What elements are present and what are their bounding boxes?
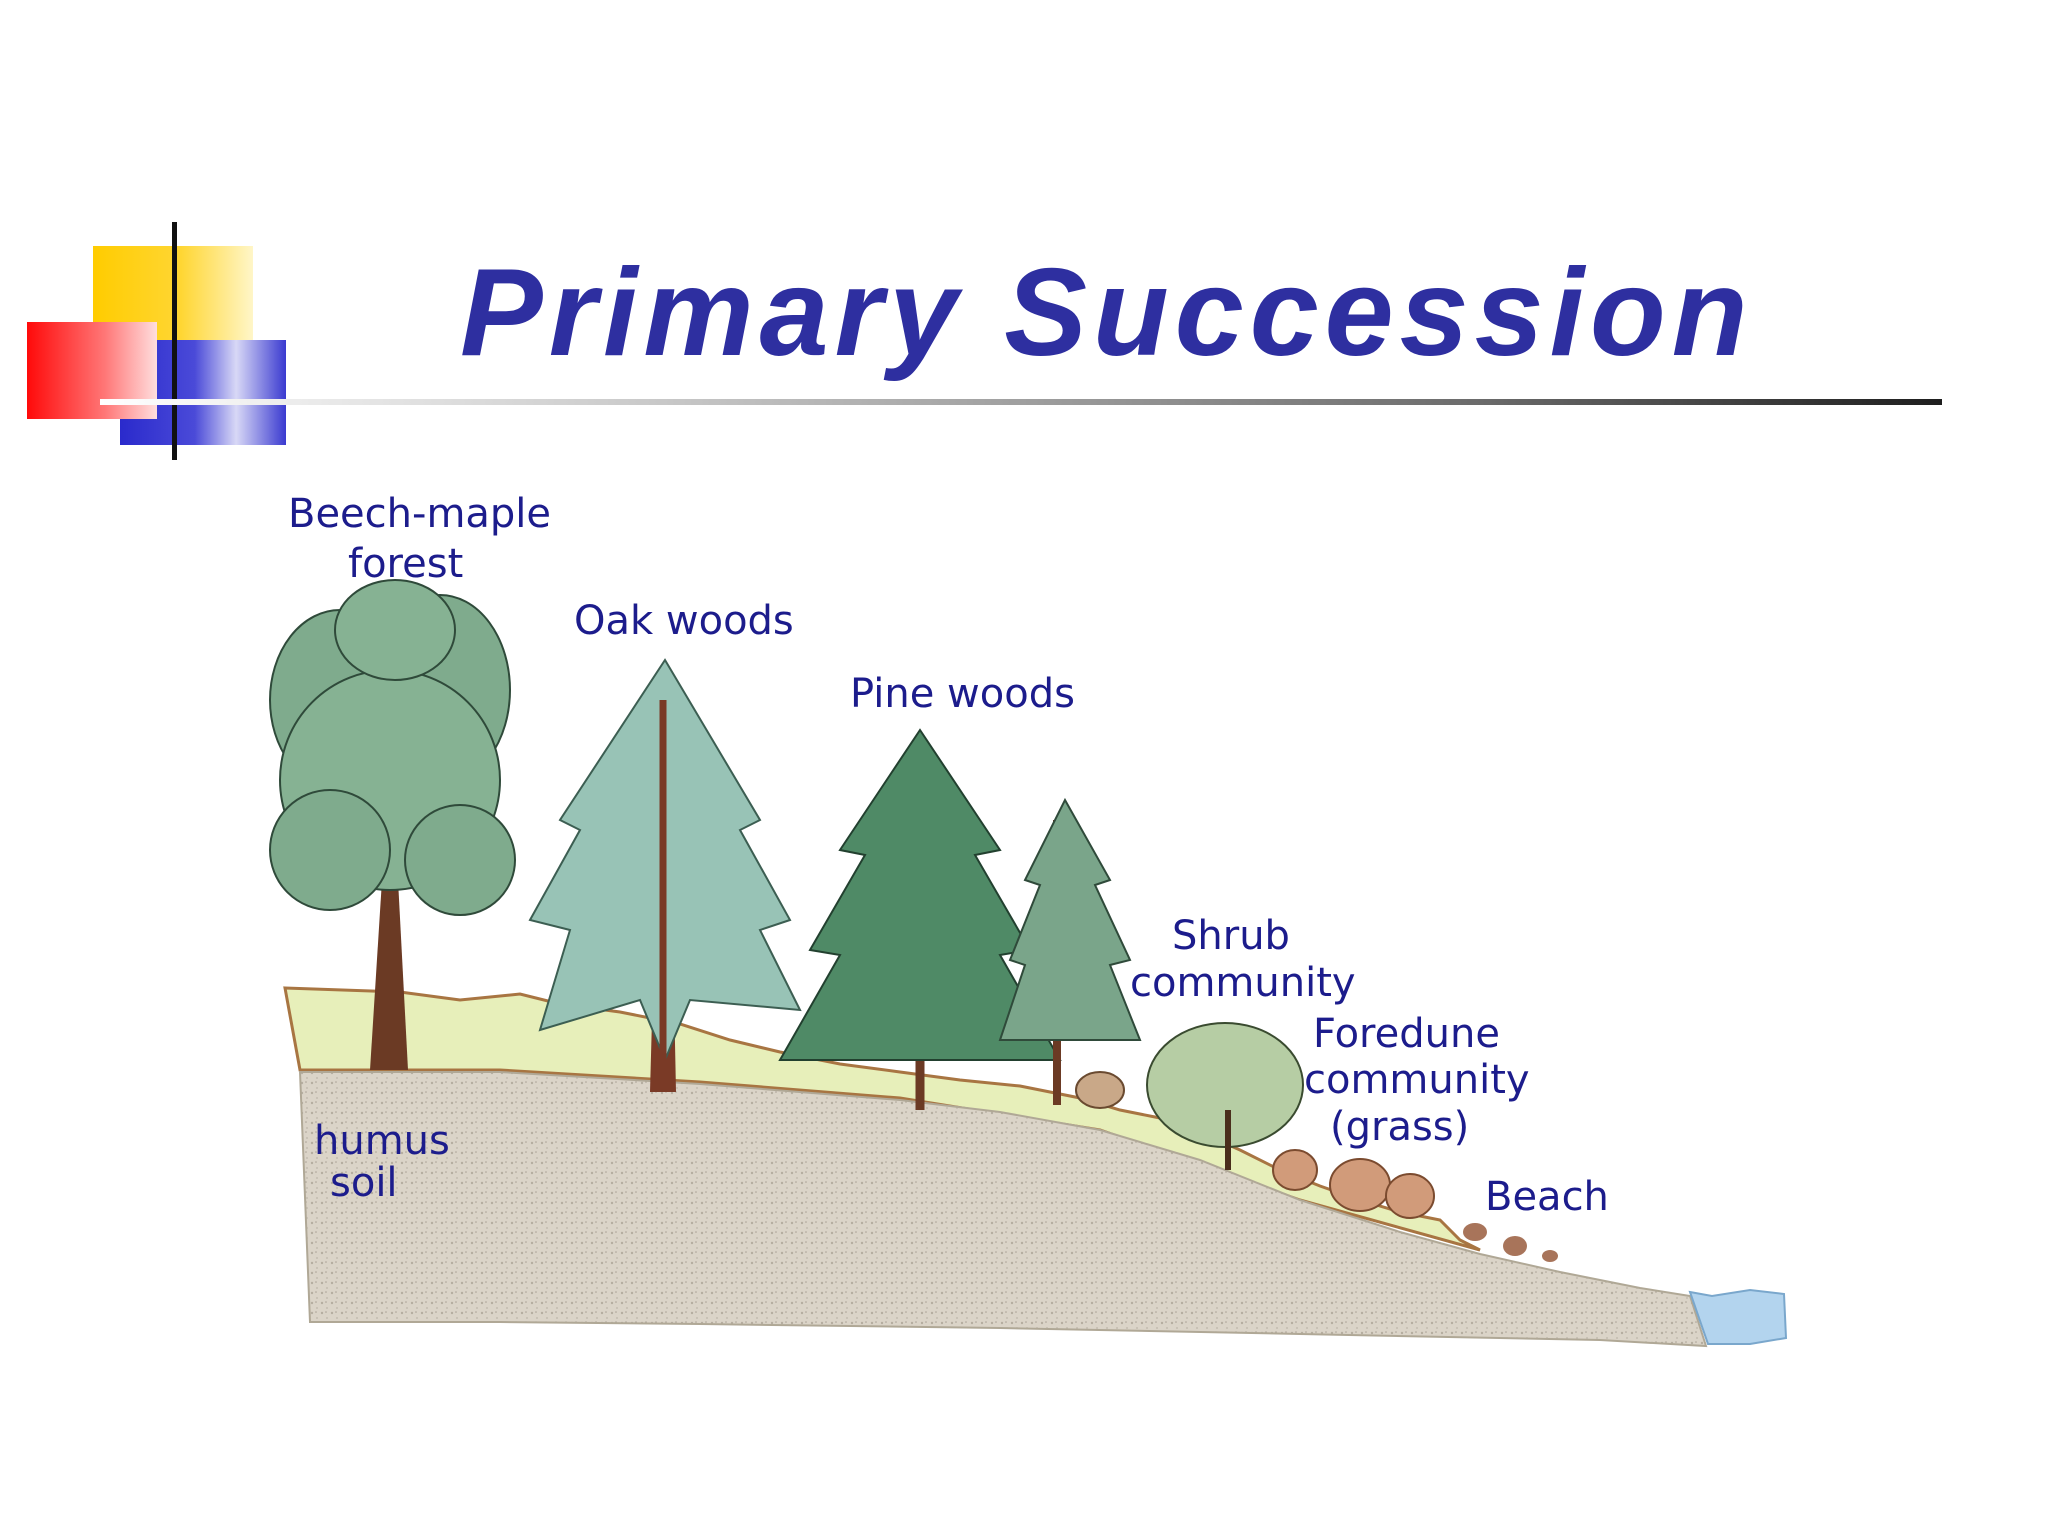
label-forest: forest	[348, 541, 463, 587]
label-pine-woods: Pine woods	[850, 671, 1075, 717]
label-beach: Beach	[1485, 1174, 1609, 1220]
page-title: Primary Succession	[460, 244, 1754, 382]
label-beech-maple: Beech-maple	[288, 491, 551, 537]
pine-tree	[778, 728, 1062, 1110]
pine-tree-small	[998, 797, 1142, 1105]
label-soil: soil	[330, 1160, 398, 1206]
decorative-squares	[27, 222, 286, 460]
beach-grass	[1463, 1223, 1558, 1262]
label-shrub: Shrub	[1172, 913, 1290, 959]
vertical-bar	[172, 222, 177, 460]
label-grass: (grass)	[1330, 1104, 1469, 1150]
soil-layer	[298, 1071, 1708, 1348]
shrub	[1075, 1022, 1304, 1170]
beech-maple-tree	[269, 579, 516, 1070]
water	[1688, 1288, 1788, 1345]
label-oak-woods: Oak woods	[574, 598, 794, 644]
label-foredune-community: community	[1304, 1057, 1530, 1103]
oak-tree	[528, 658, 802, 1092]
label-shrub-community: community	[1130, 960, 1356, 1006]
foredune-grass	[1272, 1149, 1435, 1219]
label-foredune: Foredune	[1313, 1011, 1500, 1057]
diagram-labels: Beech-maple forest Oak woods Pine woods …	[288, 491, 1609, 1220]
label-humus: humus	[314, 1118, 450, 1164]
title-underline	[100, 399, 1942, 405]
